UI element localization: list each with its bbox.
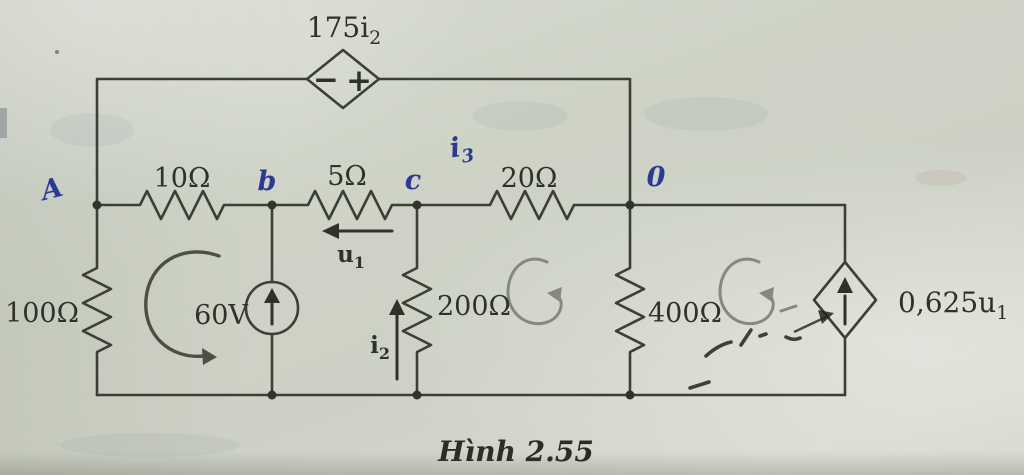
source-plus-sign: + xyxy=(346,63,372,99)
label-0625u1: 0,625u1 xyxy=(898,286,1008,324)
resistor-10ohm xyxy=(134,189,230,221)
node-label-b: b xyxy=(258,166,277,197)
u1-arrow-head xyxy=(322,223,339,239)
resistor-20ohm xyxy=(484,189,580,221)
loop-arc xyxy=(144,250,221,358)
ink-arrow-head xyxy=(818,310,834,324)
label-60v: 60V xyxy=(194,300,248,331)
mesh-loop-middle xyxy=(506,257,563,326)
node-label-c: c xyxy=(405,165,421,196)
loop-arc xyxy=(506,257,563,326)
label-u1: u1 xyxy=(337,241,365,272)
label-200ohm: 200Ω xyxy=(437,291,511,322)
dependent-current-source-0625u1 xyxy=(812,260,878,340)
ink-arrow-shaft xyxy=(793,315,827,334)
loop-arrow-head xyxy=(202,348,217,365)
paper-bleedthrough xyxy=(0,50,967,457)
loop-arc xyxy=(718,257,775,326)
ink-smudge xyxy=(739,328,753,347)
diamond-source-symbol xyxy=(305,48,381,110)
ink-smudges xyxy=(688,310,834,390)
ink-smudge xyxy=(704,340,733,358)
resistor-5ohm xyxy=(302,189,398,221)
i2-current-arrow xyxy=(389,299,405,381)
independent-voltage-source-60v xyxy=(244,280,300,336)
label-i3: i3 xyxy=(448,130,476,169)
ink-smudge xyxy=(784,335,802,342)
loop-arrow-head xyxy=(759,287,774,302)
resistor-100ohm xyxy=(81,262,113,358)
figure-caption: Hình 2.55 xyxy=(437,435,594,468)
resistor-400ohm xyxy=(614,262,646,358)
resistor-symbols xyxy=(81,189,646,358)
label-i2: i2 xyxy=(370,332,390,363)
node-dot-c xyxy=(412,200,422,210)
wire-top-right xyxy=(377,77,632,207)
node-label-a: A xyxy=(35,172,66,208)
node-dot-bottom-3 xyxy=(625,390,635,400)
dependent-voltage-source-175i2: − + xyxy=(305,48,381,110)
node-dot-bottom-2 xyxy=(412,390,422,400)
loop-arrow-head xyxy=(547,287,562,302)
node-dot-b xyxy=(267,200,277,210)
label-400ohm: 400Ω xyxy=(648,298,722,329)
node-dots xyxy=(92,200,635,400)
label-10ohm: 10Ω xyxy=(154,163,211,194)
source-minus-sign: − xyxy=(313,62,339,98)
printed-labels: 175i2 10Ω 5Ω 20Ω 100Ω 60V 200Ω 400Ω 0,62… xyxy=(5,11,1008,363)
ink-smudge xyxy=(758,332,768,338)
label-175i2: 175i2 xyxy=(307,11,382,49)
resistor-200ohm xyxy=(401,262,433,358)
source-arrow-head xyxy=(264,288,280,303)
node-label-o: 0 xyxy=(647,162,666,193)
node-dot-bottom-1 xyxy=(267,390,277,400)
i2-arrow-head xyxy=(389,299,405,315)
node-dot-a xyxy=(92,200,102,210)
circle-source-symbol xyxy=(244,280,300,336)
source-arrow-head xyxy=(837,277,853,293)
diamond-source-symbol xyxy=(812,260,878,340)
label-100ohm: 100Ω xyxy=(5,298,79,329)
mesh-loop-left xyxy=(144,250,221,365)
label-20ohm: 20Ω xyxy=(501,163,558,194)
label-5ohm: 5Ω xyxy=(327,161,367,192)
mesh-loop-right xyxy=(718,257,798,326)
u1-voltage-arrow xyxy=(322,223,394,239)
node-dot-o xyxy=(625,200,635,210)
loop-tail-mark xyxy=(779,304,798,313)
ink-smudge xyxy=(688,380,711,390)
